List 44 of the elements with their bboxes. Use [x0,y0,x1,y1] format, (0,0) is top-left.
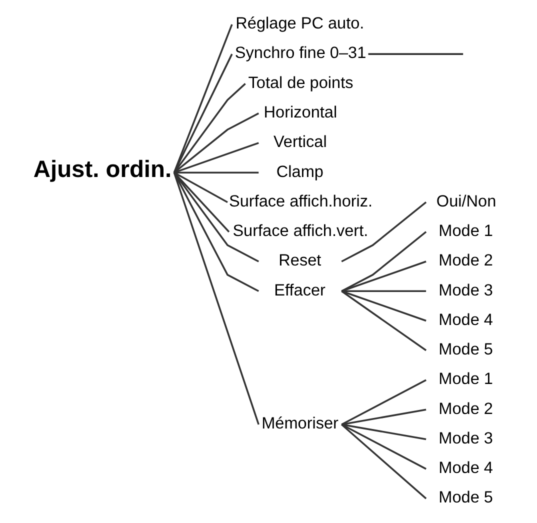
node-text: Effacer [274,281,325,300]
node-text: Reset [278,252,321,270]
node-text: Mode 2 [438,252,492,270]
node-text: Réglage PC auto. [235,14,364,33]
node-text: Surface affich.vert. [232,222,368,240]
connector [340,202,426,262]
connector [172,54,232,173]
connector [172,172,259,262]
connector [340,231,426,292]
node-text: Mode 4 [438,310,492,329]
connector [172,172,259,425]
connector [172,172,259,292]
connector [340,424,426,470]
connector [173,142,258,174]
connector [340,290,426,322]
connector [173,172,228,203]
node-text: Mode 1 [438,222,492,240]
connector [340,379,426,426]
connector [340,424,426,500]
connector [172,24,232,173]
node-text: Ajust. ordin. [32,156,172,183]
connector [174,172,258,174]
node-text: Mode 3 [438,281,492,300]
node-text: Surface affich.horiz. [228,192,372,210]
connector [340,290,426,352]
connector [341,290,426,292]
connector [173,112,259,174]
node-text: Clamp [276,162,323,181]
connector [340,260,426,292]
node-text: Horizontal [263,103,337,122]
node-text: Mode 4 [438,459,492,478]
node-text: Mode 1 [438,370,492,388]
node-text: Oui/Non [436,192,496,210]
node-text: Mode 5 [438,340,492,359]
connector [340,408,426,426]
node-text: Mémoriser [261,414,338,433]
connector [368,53,463,55]
node-text: Vertical [272,133,326,152]
node-text: Synchro fine 0–31 [234,44,366,62]
node-text: Total de points [248,74,353,92]
node-text: Mode 2 [438,400,492,418]
node-text: Mode 3 [438,429,492,448]
node-text: Mode 5 [438,488,492,507]
connector [173,172,230,232]
